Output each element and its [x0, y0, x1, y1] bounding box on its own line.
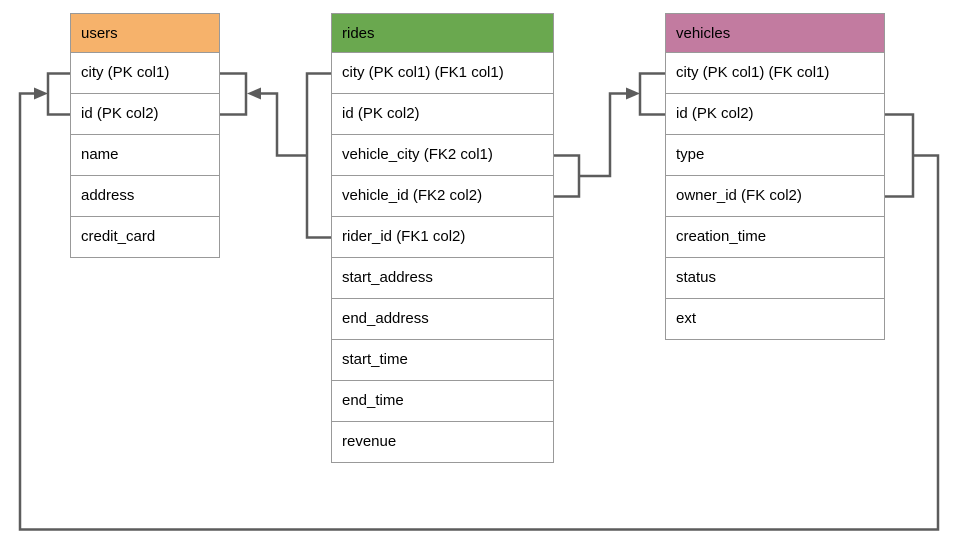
table-row: id (PK col2): [70, 94, 220, 135]
users-pk-bracket-right: [220, 72, 248, 116]
table-rides: rides city (PK col1) (FK1 col1)id (PK co…: [331, 13, 554, 463]
table-row: status: [665, 258, 885, 299]
table-header-rides: rides: [331, 13, 554, 53]
table-row: vehicle_id (FK2 col2): [331, 176, 554, 217]
table-header-users: users: [70, 13, 220, 53]
arrowhead-to-users-left: [34, 87, 48, 100]
table-row: owner_id (FK col2): [665, 176, 885, 217]
table-row: credit_card: [70, 217, 220, 258]
table-row: name: [70, 135, 220, 176]
table-row: city (PK col1): [70, 53, 220, 94]
table-row: type: [665, 135, 885, 176]
table-row: revenue: [331, 422, 554, 463]
users-pk-bracket-left: [46, 72, 70, 116]
table-row: vehicle_city (FK2 col1): [331, 135, 554, 176]
table-row: city (PK col1) (FK1 col1): [331, 53, 554, 94]
table-row: ext: [665, 299, 885, 340]
table-row: start_address: [331, 258, 554, 299]
arrowhead-to-vehicles: [626, 87, 640, 100]
table-row: end_address: [331, 299, 554, 340]
table-row: id (PK col2): [665, 94, 885, 135]
rides-fk1-bracket: [305, 72, 331, 239]
table-vehicles: vehicles city (PK col1) (FK col1)id (PK …: [665, 13, 885, 340]
table-row: creation_time: [665, 217, 885, 258]
table-row: address: [70, 176, 220, 217]
table-row: id (PK col2): [331, 94, 554, 135]
table-rows-vehicles: city (PK col1) (FK col1)id (PK col2)type…: [665, 53, 885, 340]
table-row: city (PK col1) (FK col1): [665, 53, 885, 94]
arrowhead-to-users-right: [247, 87, 261, 100]
connector-rides-vehicles: [554, 72, 665, 198]
rides-fk2-bracket: [554, 154, 581, 198]
vehicles-fk-bracket: [885, 113, 915, 198]
connector-rides-users: [220, 72, 331, 239]
table-row: rider_id (FK1 col2): [331, 217, 554, 258]
vehicles-pk-bracket: [638, 72, 665, 116]
table-row: start_time: [331, 340, 554, 381]
table-row: end_time: [331, 381, 554, 422]
rides-users-link: [260, 92, 307, 157]
rides-vehicles-link: [579, 92, 627, 178]
table-header-vehicles: vehicles: [665, 13, 885, 53]
table-rows-rides: city (PK col1) (FK1 col1)id (PK col2)veh…: [331, 53, 554, 463]
